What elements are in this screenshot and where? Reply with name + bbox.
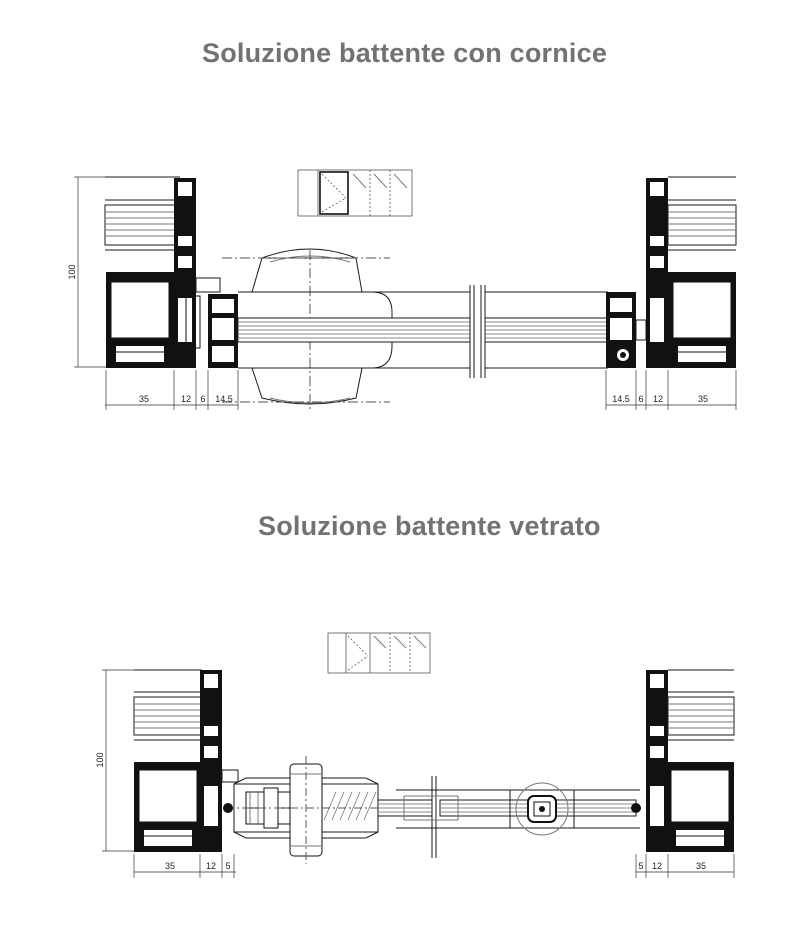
bottom-dimensions-vetrato [133, 854, 735, 878]
dim-label: 5 [638, 861, 643, 871]
plan-icon-vetrato [327, 632, 431, 674]
height-dimension-vetrato [102, 669, 138, 852]
dim-label: 35 [696, 861, 706, 871]
height-dim-label: 100 [67, 264, 77, 279]
plan-icon-cornice [297, 169, 413, 217]
glass-panel-cornice [237, 285, 609, 378]
section-title-vetrato: Soluzione battente vetrato [258, 511, 601, 541]
dim-label: 14.5 [215, 394, 233, 404]
dim-label: 12 [652, 861, 662, 871]
dim-label: 12 [206, 861, 216, 871]
section-title-cornice: Soluzione battente con cornice [202, 38, 608, 68]
right-wall-vetrato [646, 669, 735, 852]
dim-label: 35 [698, 394, 708, 404]
glass-panel-vetrato [377, 776, 641, 858]
left-wall-cornice [104, 176, 221, 368]
dim-label: 35 [165, 861, 175, 871]
right-sash-cornice [606, 292, 647, 368]
left-sash-cornice [208, 294, 238, 368]
dim-label: 12 [181, 394, 191, 404]
height-dim-label: 100 [95, 752, 105, 767]
dim-label: 12 [653, 394, 663, 404]
left-wall-vetrato [133, 669, 239, 852]
height-dimension-cornice [74, 176, 110, 368]
drawing-cornice: 100 [67, 169, 737, 410]
dim-label: 5 [225, 861, 230, 871]
dim-label: 6 [200, 394, 205, 404]
right-wall-cornice [646, 176, 737, 368]
drawing-vetrato: 100 [95, 632, 735, 878]
dim-label: 6 [638, 394, 643, 404]
hinge-handle-vetrato [223, 756, 400, 864]
dim-label: 35 [139, 394, 149, 404]
bottom-dimensions-cornice [105, 370, 737, 410]
dim-label: 14.5 [612, 394, 630, 404]
